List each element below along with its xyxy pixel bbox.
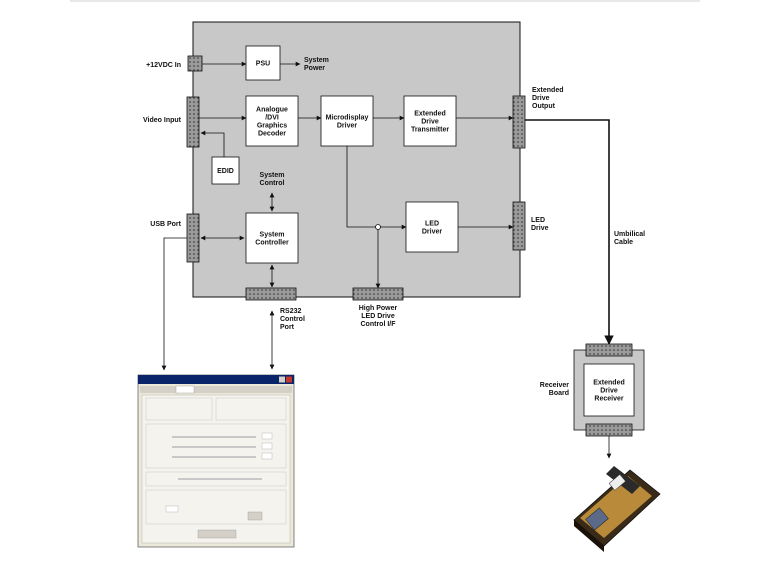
led-driver-block xyxy=(405,201,459,253)
microdisplay-module-image xyxy=(573,466,661,552)
b-trans-line-0: Extended xyxy=(414,111,446,118)
b-ctrl-line-0: System xyxy=(260,232,285,239)
g-hpower-line-2: Control I/F xyxy=(361,321,397,328)
transmitter-block xyxy=(403,95,457,147)
g-sysctrl-line-1: Control xyxy=(260,180,285,187)
b-decoder-line-2: Graphics xyxy=(257,123,287,130)
g-hpower-line-1: LED Drive xyxy=(361,313,395,320)
g-extout-line-1: Drive xyxy=(532,95,550,102)
junction-node xyxy=(375,224,381,230)
b-decoder-line-0: Analogue xyxy=(256,107,288,114)
b-psu-line-0: PSU xyxy=(256,61,270,68)
edid-label: EDID xyxy=(217,168,234,175)
decoder-block xyxy=(245,95,299,147)
label-dc-in: +12VDC In xyxy=(146,62,181,69)
microdisplay-block xyxy=(320,95,374,147)
label-usb-port: USB Port xyxy=(150,221,181,228)
g-syspower-line-1: Power xyxy=(304,65,325,72)
high-power-connector xyxy=(352,287,404,301)
edid-block xyxy=(211,156,240,185)
psu-block xyxy=(245,45,281,81)
b-decoder-line-1: /DVI xyxy=(265,115,279,122)
g-rs232-line-1: Control xyxy=(280,316,305,323)
line-usb-to-pc xyxy=(161,237,187,371)
b-edid-line-0: EDID xyxy=(217,168,234,175)
g-leddrive-line-0: LED xyxy=(531,217,545,224)
g-dc-line-0: +12VDC In xyxy=(146,62,181,69)
g-rs232-line-2: Port xyxy=(280,324,295,331)
line-micro-led xyxy=(346,146,407,230)
g-extout-line-2: Output xyxy=(532,103,556,110)
video-input-connector xyxy=(186,96,200,148)
usb-port-connector xyxy=(186,213,200,263)
g-umb-line-1: Cable xyxy=(614,239,633,246)
receiver-bottom-connector xyxy=(585,423,633,437)
receiver-top-connector xyxy=(585,343,633,357)
g-leddrive-line-1: Drive xyxy=(531,225,549,232)
main-board xyxy=(192,21,521,298)
g-usb-line-0: USB Port xyxy=(150,221,181,228)
b-decoder-line-3: Decoder xyxy=(258,131,286,138)
g-syspower-line-0: System xyxy=(304,57,329,64)
controller-block xyxy=(245,212,299,264)
g-recv-line-0: Receiver xyxy=(540,382,569,389)
b-recv-line-0: Extended xyxy=(593,380,625,387)
psu-label: PSU xyxy=(256,61,270,68)
ext-drive-output-connector xyxy=(512,95,526,149)
label-video-input: Video Input xyxy=(143,117,182,124)
dc-in-connector xyxy=(187,55,203,72)
g-extout-line-0: Extended xyxy=(532,87,564,94)
b-trans-line-2: Transmitter xyxy=(411,127,449,134)
led-drive-connector xyxy=(512,201,526,251)
g-rs232-line-0: RS232 xyxy=(280,308,302,315)
g-video-line-0: Video Input xyxy=(143,117,182,124)
g-sysctrl-line-0: System xyxy=(260,172,285,179)
top-divider xyxy=(70,0,700,2)
line-edid xyxy=(200,130,225,157)
b-micro-line-1: Driver xyxy=(337,123,358,130)
b-ctrl-line-1: Controller xyxy=(255,240,289,247)
g-umb-line-0: Umbilical xyxy=(614,231,645,238)
rs232-connector xyxy=(245,287,297,301)
b-recv-line-2: Receiver xyxy=(594,396,623,403)
g-recv-line-1: Board xyxy=(549,390,569,397)
b-led-line-0: LED xyxy=(425,221,439,228)
b-led-line-1: Driver xyxy=(422,229,443,236)
b-trans-line-1: Drive xyxy=(421,119,439,126)
receiver-block xyxy=(583,363,635,417)
umbilical-cable xyxy=(525,119,614,345)
g-hpower-line-0: High Power xyxy=(359,305,398,312)
software-dialog xyxy=(137,374,295,548)
b-recv-line-1: Drive xyxy=(600,388,618,395)
b-micro-line-0: Microdisplay xyxy=(326,115,369,122)
